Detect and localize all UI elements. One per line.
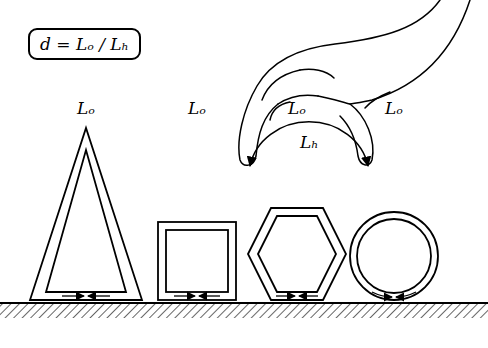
object-length-label: Lₒ (188, 98, 206, 118)
square-shape (158, 222, 236, 300)
object-length-label: Lₒ (77, 98, 95, 118)
triangle-shape (30, 128, 142, 300)
formula-box: d = Lₒ / Lₕ (28, 28, 141, 60)
base-arrows (62, 292, 416, 297)
ground-hatch (0, 304, 488, 318)
formula-text: d = Lₒ / Lₕ (40, 34, 129, 54)
circle-shape (350, 212, 438, 300)
object-length-label: Lₒ (385, 98, 403, 118)
hand-drawing (239, 0, 470, 165)
hand-length-label: Lₕ (300, 132, 319, 152)
hexagon-shape (248, 208, 346, 300)
ground-line (0, 302, 488, 304)
object-length-label: Lₒ (288, 98, 306, 118)
hand-arc (250, 122, 368, 166)
